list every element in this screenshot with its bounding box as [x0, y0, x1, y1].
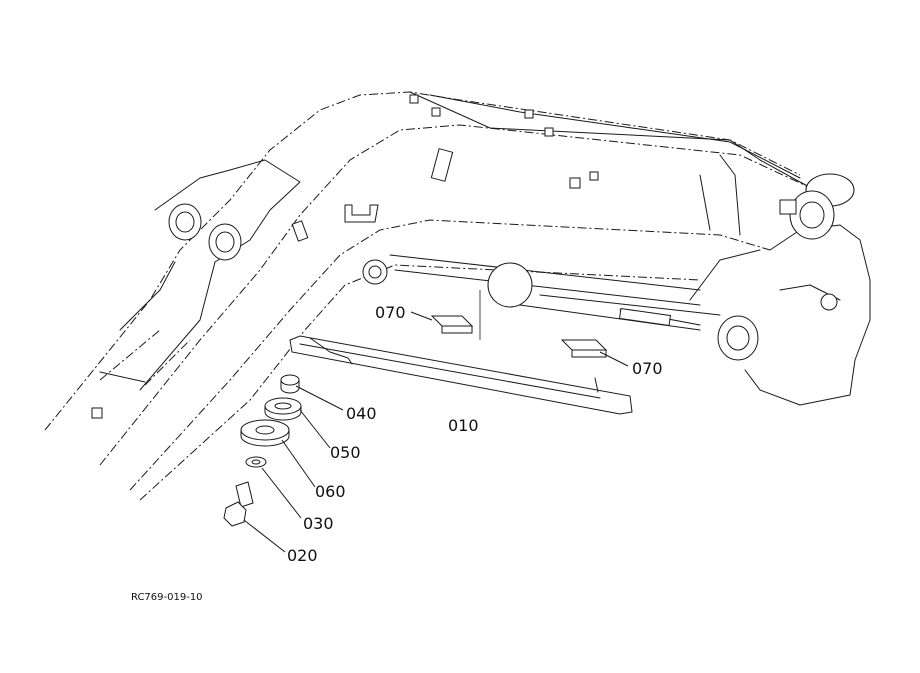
leader-lines	[243, 311, 629, 553]
callout-020: 020	[287, 546, 318, 565]
figure-code: RC769-019-10	[131, 592, 203, 603]
callout-070-right: 070	[632, 359, 663, 378]
boom-body	[99, 91, 871, 406]
callout-070-left: 070	[375, 303, 406, 322]
callout-010: 010	[448, 416, 479, 435]
callout-060: 060	[315, 482, 346, 501]
callout-050: 050	[330, 443, 361, 462]
small-hardware	[91, 94, 797, 419]
boom-cylinder	[389, 254, 721, 331]
boom-phantom-outline	[44, 91, 816, 501]
cover-plate-010	[289, 335, 633, 415]
fastener-stack	[223, 374, 302, 527]
callout-030: 030	[303, 514, 334, 533]
callout-040: 040	[346, 404, 377, 423]
pin-bosses	[168, 173, 855, 361]
wear-pads-070	[430, 290, 608, 358]
